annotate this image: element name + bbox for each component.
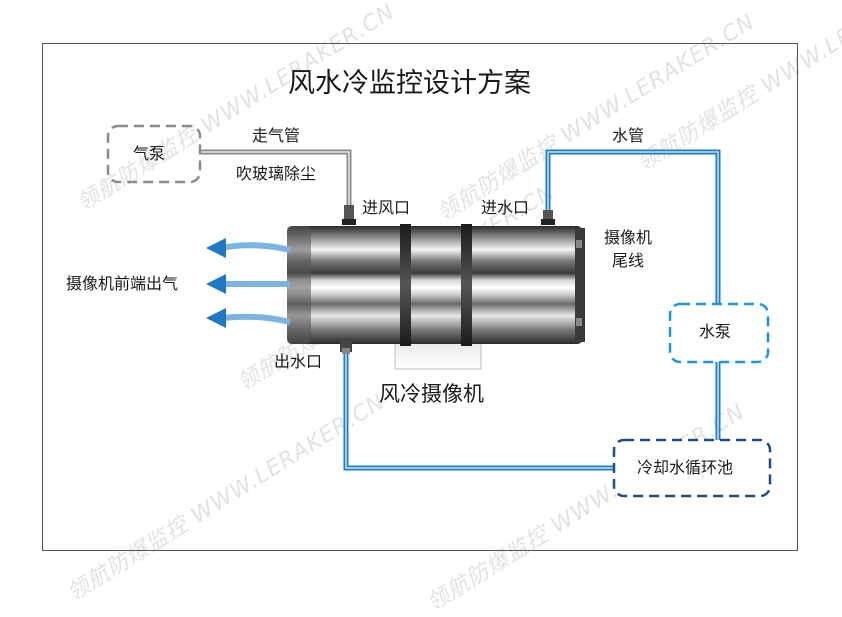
water-pump-label: 水泵	[699, 322, 732, 341]
air-pump-label: 气泵	[133, 144, 166, 163]
water-inlet-fitting	[541, 210, 555, 225]
cooling-pool-box	[612, 438, 772, 498]
air-inlet-label: 进风口	[362, 198, 411, 217]
camera-tail-label: 摄像机	[604, 228, 653, 247]
air-pipe-label: 走气管	[252, 126, 301, 145]
water-pump-box	[668, 302, 770, 364]
air-inlet-fitting	[342, 205, 356, 225]
cooling-pool-label: 冷却水循环池	[637, 458, 734, 477]
camera-name-label: 风冷摄像机	[379, 382, 484, 406]
camera-body	[287, 224, 585, 346]
water-inlet-label: 进水口	[481, 198, 530, 217]
water-outlet-fitting	[340, 338, 352, 354]
air-outflow-arrow	[206, 238, 291, 258]
glass-dust-label: 吹玻璃除尘	[236, 164, 317, 183]
air-pipe	[200, 149, 352, 206]
air-pump-box	[106, 124, 202, 184]
water-outlet-label: 出水口	[274, 352, 323, 371]
air-outflow-arrow	[206, 308, 291, 328]
air-outflow-arrow	[206, 274, 290, 294]
water-pipe-label: 水管	[612, 126, 645, 145]
camera-tail-label: 尾线	[612, 251, 645, 270]
diagram-canvas	[106, 124, 772, 498]
water-pipe	[343, 149, 721, 471]
diagram-frame	[42, 43, 798, 551]
front-outlet-label: 摄像机前端出气	[66, 274, 179, 293]
page-title: 风水冷监控设计方案	[288, 68, 531, 99]
